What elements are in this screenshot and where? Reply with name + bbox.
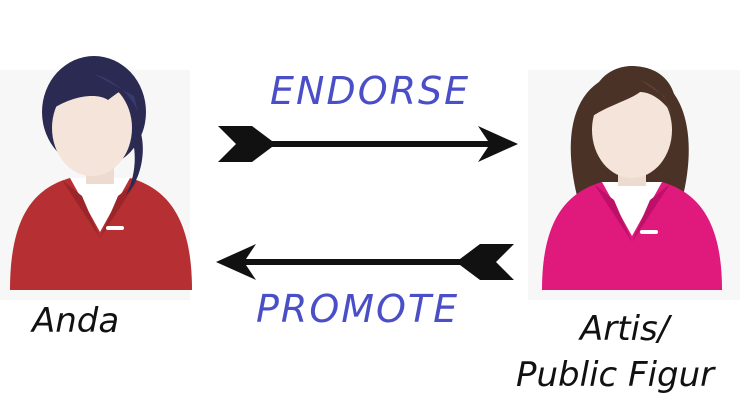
endorse-label: ENDORSE [270, 69, 471, 113]
right-person-name: Artis/ Public Figur [516, 306, 714, 398]
left-person-shirt [10, 178, 192, 290]
female-avatar-icon [542, 66, 722, 290]
arrow-left-icon [216, 244, 514, 280]
left-person-name: Anda [32, 301, 120, 341]
right-person-collar [602, 182, 662, 236]
arrow-right-icon [218, 126, 518, 162]
left-person-collar [70, 178, 130, 232]
right-person-name-line2: Public Figur [516, 355, 715, 395]
female-avatar-icon [10, 56, 192, 290]
promote-label: PROMOTE [256, 287, 460, 331]
right-person-name-line1: Artis/ [580, 309, 670, 349]
left-person-face [52, 80, 132, 176]
right-person-face [592, 82, 672, 178]
